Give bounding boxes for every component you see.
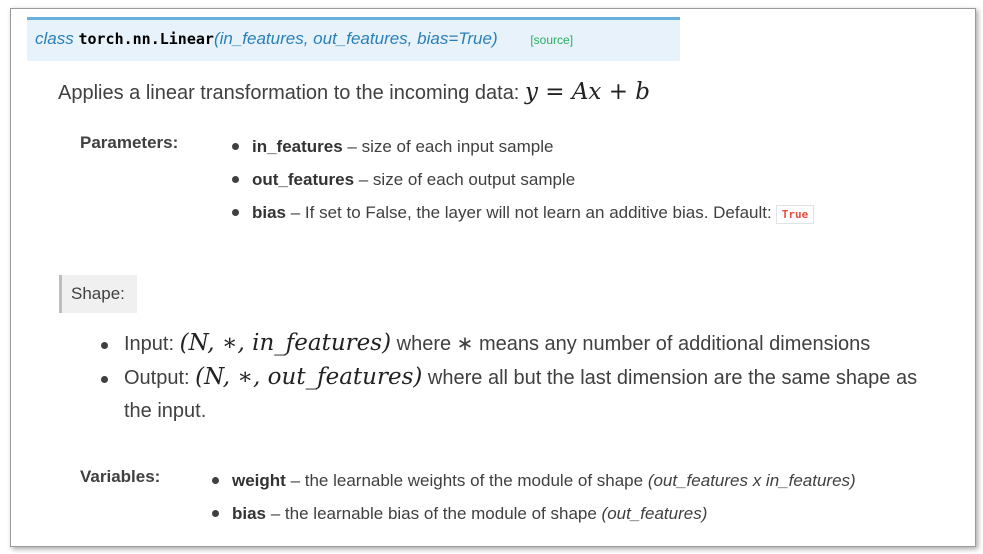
- param-name: bias: [252, 203, 287, 222]
- param-desc: – If set to False, the layer will not le…: [286, 203, 772, 222]
- param-desc: – size of each input sample: [342, 137, 554, 156]
- shape-prefix: Input:: [124, 333, 175, 355]
- param-item: out_features – size of each output sampl…: [231, 163, 814, 196]
- class-name: torch.nn.Linear: [78, 30, 214, 48]
- param-item: in_features – size of each input sample: [231, 130, 814, 163]
- shape-text: where all but the last dimension are the…: [124, 367, 918, 422]
- parameters-list: in_features – size of each input sample …: [231, 130, 815, 231]
- bullet-icon: [232, 176, 239, 183]
- class-keyword: class: [35, 29, 74, 48]
- variable-shape: (out_features x in_features): [647, 471, 856, 490]
- variable-name: bias: [232, 504, 267, 523]
- close-paren: ): [491, 29, 498, 48]
- param-name: in_features: [252, 137, 343, 156]
- doc-frame: class torch.nn.Linear(in_features, out_f…: [10, 8, 976, 547]
- shape-prefix: Output:: [124, 367, 190, 389]
- bullet-icon: [232, 143, 239, 150]
- variable-desc: – the learnable bias of the module of sh…: [266, 504, 602, 523]
- shape-list: Input: (N, ∗, in_features) where ∗ means…: [99, 327, 939, 428]
- bullet-icon: [232, 209, 239, 216]
- variables-list: weight – the learnable weights of the mo…: [211, 464, 856, 530]
- default-value: True: [775, 205, 815, 224]
- shape-item: Output: (N, ∗, out_features) where all b…: [99, 361, 939, 428]
- bullet-icon: [212, 477, 219, 484]
- variable-item: weight – the learnable weights of the mo…: [211, 464, 856, 497]
- param-item: bias – If set to False, the layer will n…: [231, 196, 815, 231]
- description: Applies a linear transformation to the i…: [58, 79, 650, 105]
- shape-text: where ∗ means any number of additional d…: [396, 333, 871, 355]
- shape-item: Input: (N, ∗, in_features) where ∗ means…: [99, 327, 939, 361]
- bullet-icon: [101, 376, 108, 383]
- param-name: out_features: [252, 170, 355, 189]
- shape-math: (N, ∗, out_features): [195, 364, 423, 390]
- variables-label: Variables:: [80, 467, 161, 486]
- param-desc: – size of each output sample: [354, 170, 576, 189]
- variable-desc: – the learnable weights of the module of…: [285, 471, 648, 490]
- source-link[interactable]: [source]: [530, 33, 574, 47]
- parameters-label: Parameters:: [80, 133, 179, 152]
- variable-shape: (out_features): [601, 504, 708, 523]
- description-text: Applies a linear transformation to the i…: [58, 82, 520, 104]
- shape-label: Shape:: [59, 275, 137, 313]
- variable-name: weight: [232, 471, 286, 490]
- signature-args: in_features, out_features, bias=True: [219, 29, 492, 48]
- bullet-icon: [212, 510, 219, 517]
- bullet-icon: [101, 342, 108, 349]
- class-signature: class torch.nn.Linear(in_features, out_f…: [27, 17, 680, 61]
- variable-item: bias – the learnable bias of the module …: [211, 497, 856, 530]
- shape-math: (N, ∗, in_features): [179, 330, 392, 356]
- description-formula: y = Ax + b: [524, 79, 651, 105]
- open-paren: (: [213, 29, 220, 48]
